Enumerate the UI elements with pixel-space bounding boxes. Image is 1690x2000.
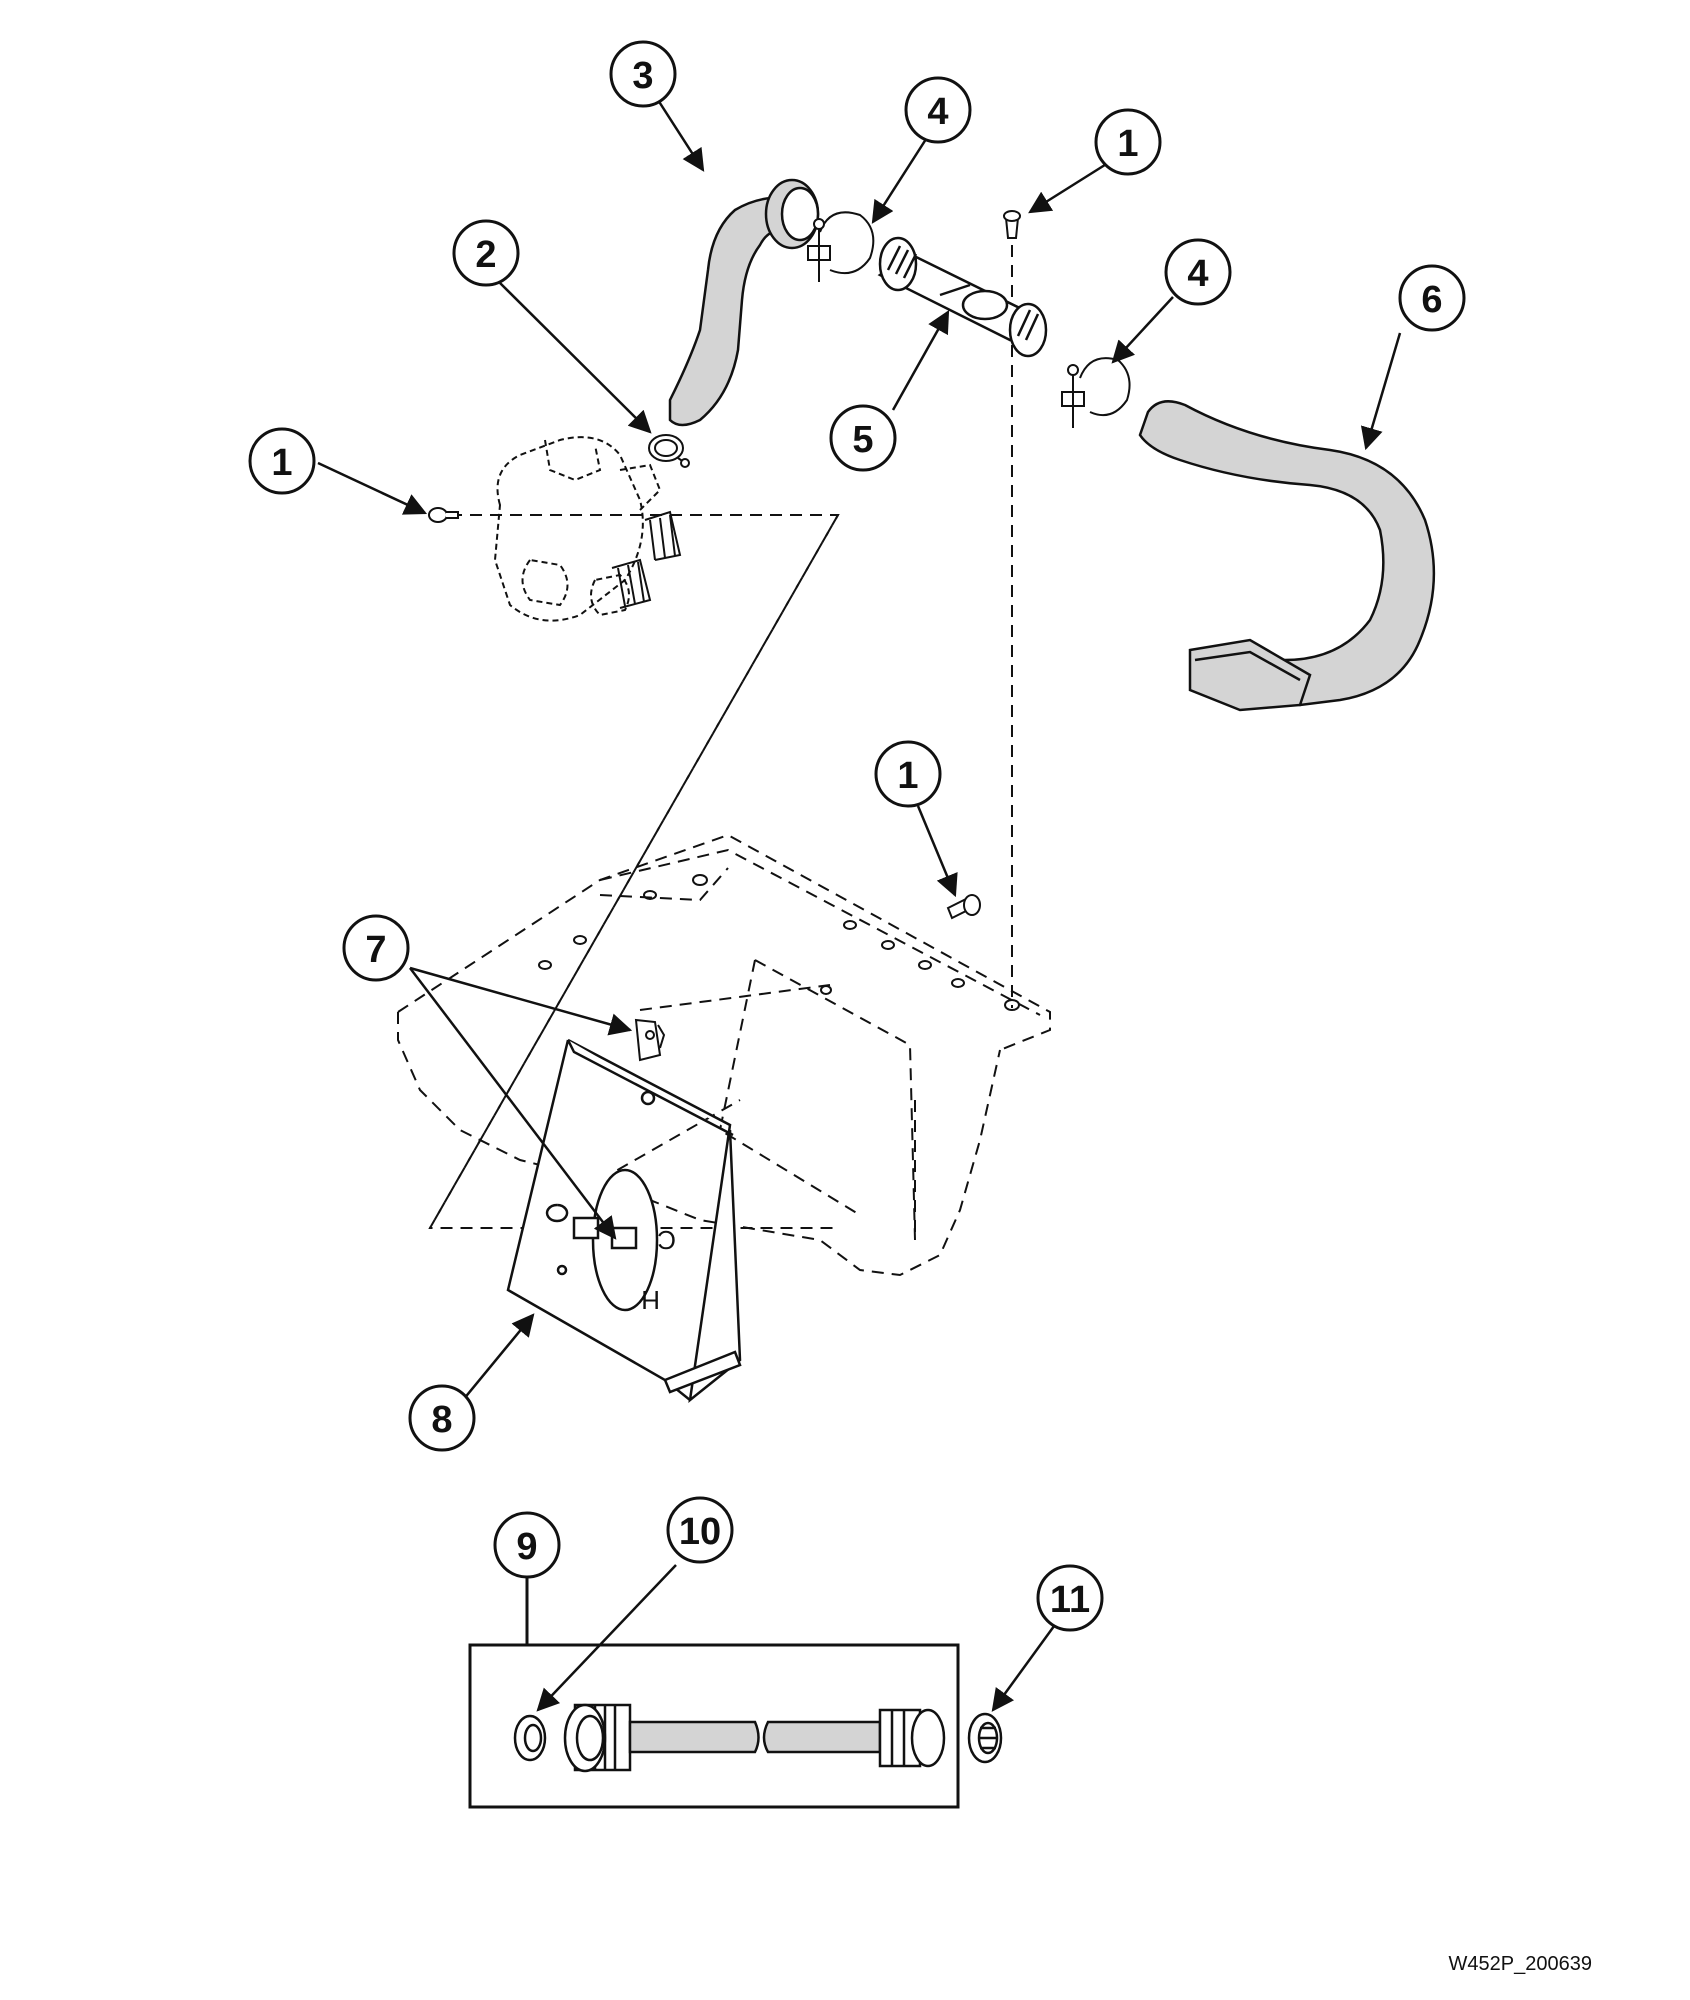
leader-5	[891, 310, 950, 411]
leader-1-mid	[916, 805, 958, 898]
svg-text:3: 3	[632, 55, 653, 97]
hose-clamp-left	[807, 211, 875, 282]
leader-7-b	[409, 967, 617, 1240]
figure-id-label: W452P_200639	[1448, 1953, 1592, 1975]
svg-text:11: 11	[1050, 1579, 1090, 1621]
callout-6: 6	[1398, 264, 1466, 332]
drain-hose	[1138, 400, 1436, 712]
svg-text:8: 8	[431, 1399, 452, 1441]
callout-3: 3	[609, 40, 677, 108]
leader-1-left	[317, 461, 428, 515]
svg-text:2: 2	[475, 234, 496, 276]
fill-hose	[563, 1703, 946, 1773]
svg-text:H: H	[641, 1285, 660, 1315]
leader-1-top	[1028, 161, 1109, 214]
svg-text:10: 10	[679, 1511, 721, 1553]
fill-hose-kit-box	[468, 1577, 960, 1809]
leader-lines	[317, 99, 1402, 1712]
svg-text:4: 4	[1187, 253, 1208, 295]
svg-text:1: 1	[897, 755, 918, 797]
callout-4-right: 4	[1164, 238, 1232, 306]
leader-6	[1360, 332, 1402, 451]
callout-10: 10	[666, 1496, 734, 1564]
callout-11: 11	[1036, 1564, 1104, 1632]
cabinet-outline	[397, 245, 1051, 1277]
leader-3	[656, 99, 705, 172]
screw-top	[1003, 210, 1021, 239]
hose-clamp-small	[648, 434, 690, 468]
hose-clamp-right	[1061, 357, 1131, 428]
callout-1-mid: 1	[874, 740, 942, 808]
svg-text:C: C	[657, 1225, 676, 1255]
bracket-letter-c: C	[657, 1225, 676, 1255]
svg-text:9: 9	[516, 1526, 537, 1568]
callout-4-left: 4	[904, 76, 972, 144]
leader-10	[536, 1564, 677, 1712]
callout-2: 2	[452, 219, 520, 287]
svg-text:1: 1	[1117, 123, 1138, 165]
svg-text:7: 7	[365, 929, 386, 971]
leader-11	[991, 1621, 1059, 1712]
leader-7-a	[409, 966, 633, 1036]
svg-text:4: 4	[927, 91, 948, 133]
frame-holes	[538, 874, 1020, 1011]
callout-1-left: 1	[248, 427, 316, 495]
screw-middle	[946, 894, 981, 920]
inlet-screen	[967, 1712, 1003, 1764]
valve-outlets	[611, 510, 682, 609]
connector-tube	[877, 236, 1048, 358]
water-valve	[493, 436, 662, 622]
inlet-hose	[668, 178, 820, 427]
callout-5: 5	[829, 404, 897, 472]
svg-text:6: 6	[1421, 279, 1442, 321]
callout-7: 7	[342, 914, 410, 982]
leader-4-left	[871, 135, 930, 224]
leader-4-right	[1111, 296, 1174, 364]
svg-text:1: 1	[271, 442, 292, 484]
svg-text:5: 5	[852, 419, 873, 461]
bracket-letter-h: H	[641, 1285, 660, 1315]
leader-2	[499, 282, 652, 434]
rubber-washer	[513, 1714, 547, 1762]
leader-8	[462, 1313, 535, 1401]
callout-1-top: 1	[1094, 108, 1162, 176]
screw-left	[428, 507, 459, 523]
callout-8: 8	[408, 1384, 476, 1452]
callout-9: 9	[493, 1511, 561, 1579]
spring-clip	[634, 1018, 666, 1062]
